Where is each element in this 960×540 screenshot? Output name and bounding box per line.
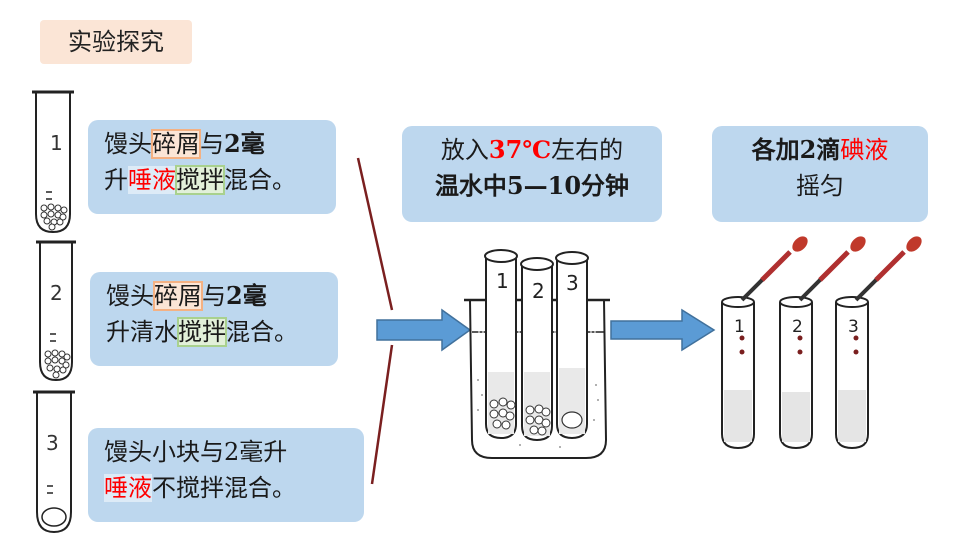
beaker: [464, 249, 610, 459]
connector-line: [370, 344, 394, 485]
tube-label: 2: [532, 279, 545, 303]
step-box-2: 馒头碎屑与2毫 升清水搅拌混合。: [90, 272, 338, 366]
step-text: 馒头碎屑与2毫: [104, 129, 265, 159]
test-tube-2: [36, 240, 76, 382]
step-text: 温水中5—10分钟: [434, 171, 630, 200]
tube-label: 3: [46, 431, 59, 455]
test-tube-3: [555, 251, 589, 440]
connector-line: [356, 157, 394, 311]
right-arrow: [610, 308, 716, 352]
tube-label: 1: [734, 317, 745, 337]
step-text: 摇匀: [796, 172, 844, 200]
right-arrow: [376, 308, 472, 352]
dropper-icon: [798, 236, 866, 302]
step-text: 各加2滴碘液: [751, 135, 889, 164]
tube-label: 3: [566, 271, 579, 295]
test-tube-3: [33, 390, 75, 534]
test-tube-1: [484, 249, 518, 440]
dropper-icon: [740, 236, 808, 302]
step-text: 放入37℃左右的: [440, 135, 624, 164]
dropper-tube-2: [779, 296, 813, 450]
step-text: 馒头碎屑与2毫: [106, 281, 267, 311]
step-text: 升唾液搅拌混合。: [104, 165, 296, 195]
section-title: 实验探究: [40, 20, 192, 64]
step-text: 唾液不搅拌混合。: [104, 474, 296, 502]
step-box-3: 馒头小块与2毫升 唾液不搅拌混合。: [88, 428, 364, 522]
step-box-5: 各加2滴碘液 摇匀: [712, 126, 928, 222]
dropper-tube-3: [835, 296, 869, 450]
step-box-1: 馒头碎屑与2毫 升唾液搅拌混合。: [88, 120, 336, 214]
tube-label: 3: [848, 317, 859, 337]
dropper-icon: [854, 236, 922, 302]
step-text: 馒头小块与2毫升: [104, 438, 288, 466]
tube-label: 1: [50, 131, 63, 155]
test-tube-2: [520, 257, 554, 442]
tube-label: 2: [50, 281, 63, 305]
step-text: 升清水搅拌混合。: [106, 317, 298, 347]
step-box-4: 放入37℃左右的 温水中5—10分钟: [402, 126, 662, 222]
tube-label: 2: [792, 317, 803, 337]
tube-label: 1: [496, 269, 509, 293]
dropper-tube-1: [721, 296, 755, 450]
test-tube-1: [32, 90, 74, 234]
